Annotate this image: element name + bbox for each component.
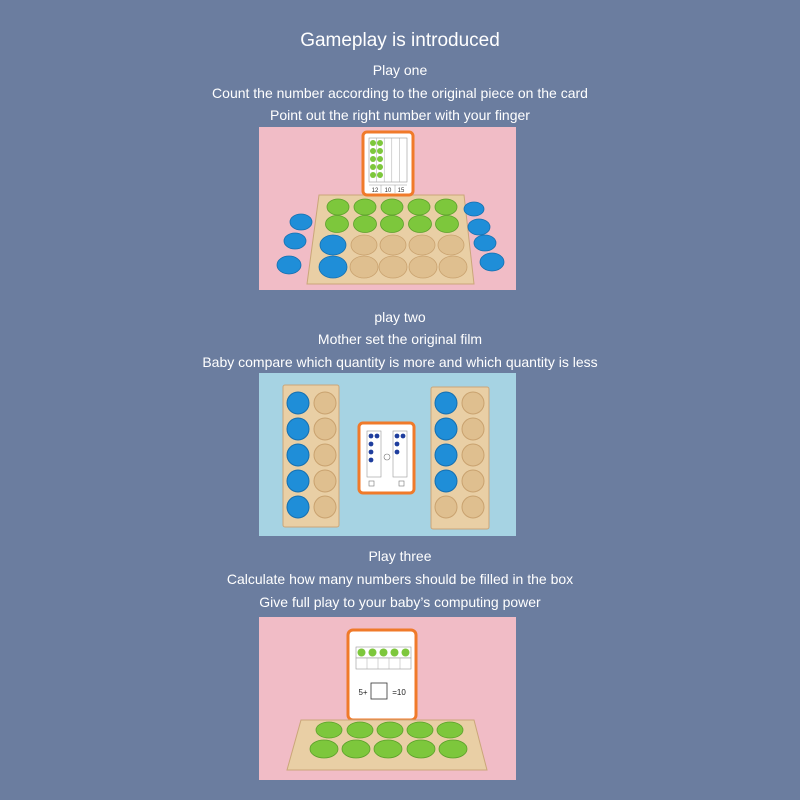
play-one-line-2: Point out the right number with your fin…: [270, 107, 530, 123]
play-two-photo: [259, 373, 516, 536]
card-option-2: 10: [385, 188, 392, 194]
play-two-illustration: [282, 384, 490, 530]
play-two-line-1: Mother set the original film: [317, 331, 483, 347]
equation-left: 5+: [358, 688, 367, 697]
play-three-photo: 5+ =10: [259, 617, 516, 780]
play-three-heading: Play three: [368, 548, 432, 564]
play-three-line-1: Calculate how many numbers should be fil…: [226, 571, 574, 587]
card-option-1: 12: [372, 188, 379, 194]
play-one-illustration: 12 10 15: [276, 130, 505, 285]
play-one-heading: Play one: [372, 62, 428, 78]
page-title: Gameplay is introduced: [300, 30, 500, 51]
play-three-illustration: 5+ =10: [286, 628, 488, 771]
play-one-line-1: Count the number according to the origin…: [212, 85, 588, 101]
play-three-line-2: Give full play to your baby’s computing …: [259, 594, 541, 610]
equation-right: =10: [392, 688, 406, 697]
card-option-3: 15: [398, 188, 405, 194]
play-two-heading: play two: [374, 309, 426, 325]
play-two-line-2: Baby compare which quantity is more and …: [202, 354, 598, 370]
play-one-photo: 12 10 15: [259, 127, 516, 290]
